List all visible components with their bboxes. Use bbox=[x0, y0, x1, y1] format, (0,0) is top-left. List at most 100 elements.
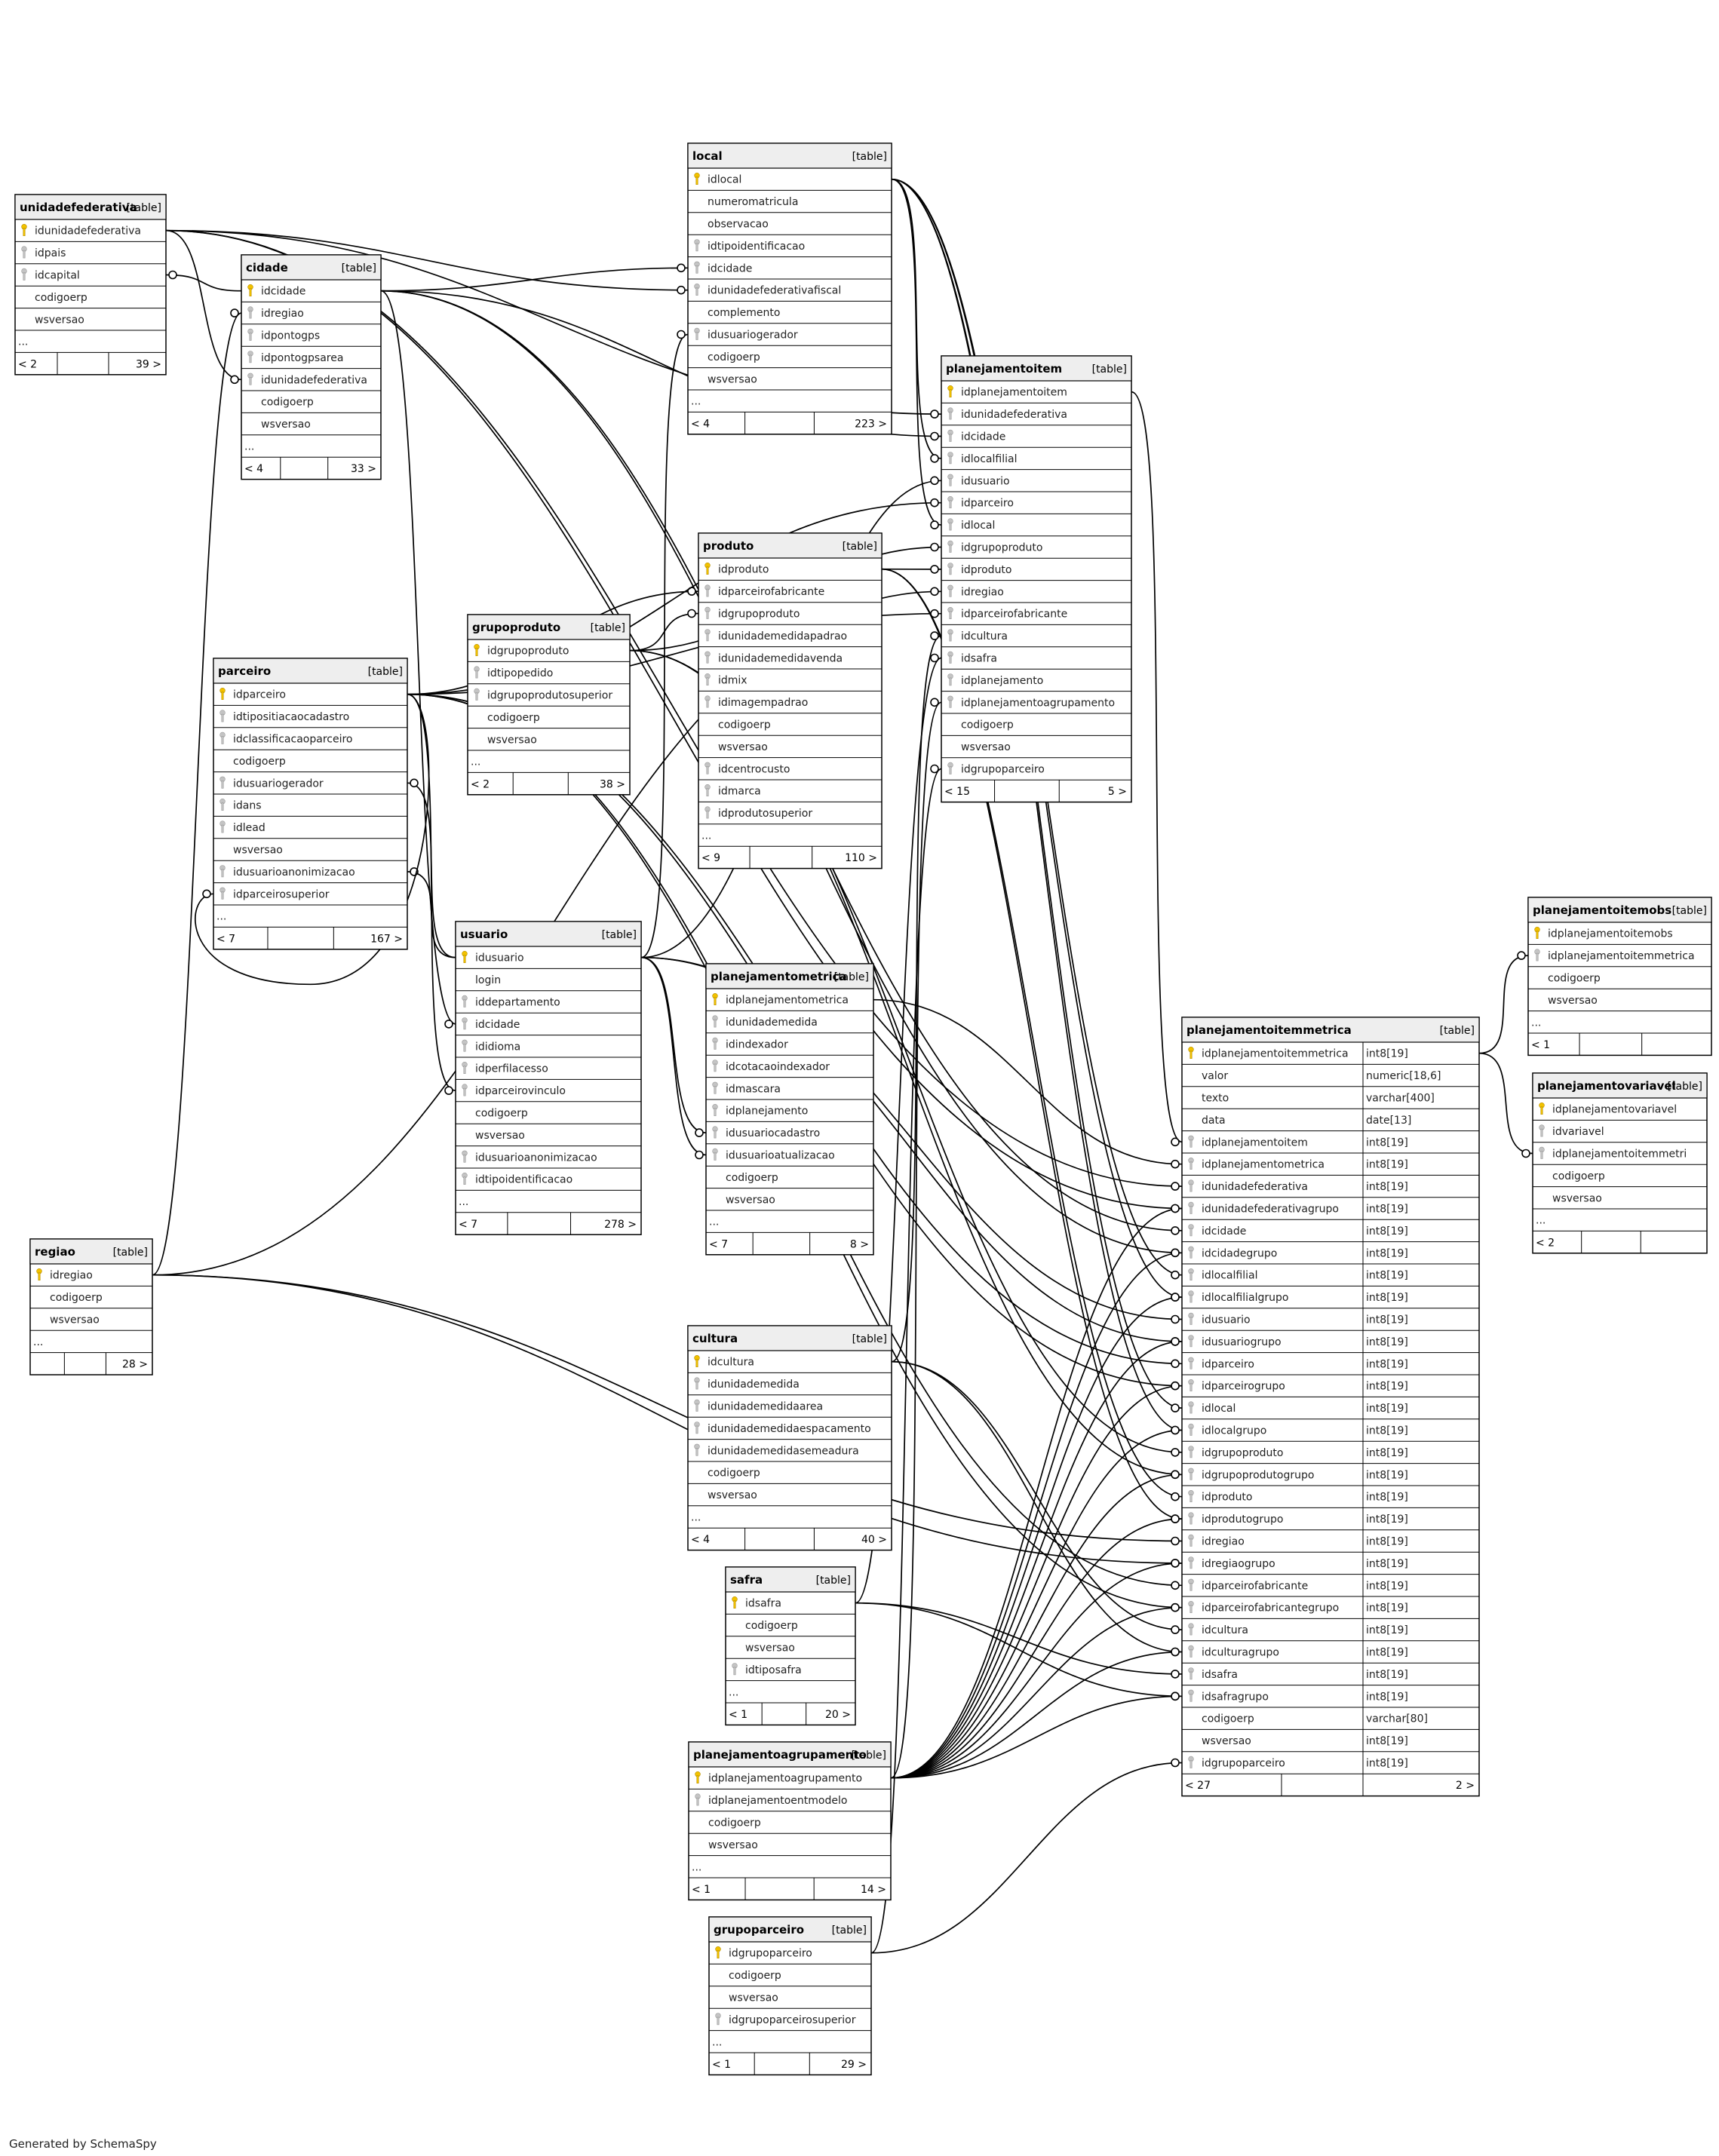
child-count[interactable]: 223 > bbox=[855, 418, 887, 430]
column-name: idparceirofabricante bbox=[1202, 1580, 1308, 1592]
child-count[interactable]: 278 > bbox=[604, 1219, 637, 1231]
parent-count[interactable]: < 7 bbox=[459, 1219, 477, 1231]
relationship-planejamentoagrupamento-planejamentoitemmetrica bbox=[890, 1381, 1183, 1779]
relationship-line bbox=[640, 956, 707, 1133]
optional-end-marker bbox=[1171, 1625, 1180, 1634]
relationship-local-planejamentoitem bbox=[891, 178, 942, 463]
column-name: idcidadegrupo bbox=[1202, 1247, 1277, 1259]
parent-count[interactable]: < 1 bbox=[729, 1709, 747, 1721]
parent-count[interactable]: < 2 bbox=[18, 358, 37, 370]
table-grupoparceiro[interactable]: grupoparceiro[table]idgrupoparceirocodig… bbox=[708, 1916, 872, 2076]
parent-count[interactable]: < 1 bbox=[712, 2059, 731, 2071]
table-kind-label: [table] bbox=[602, 929, 637, 941]
table-planejamentoagrupamento[interactable]: planejamentoagrupamento[table]idplanejam… bbox=[688, 1741, 892, 1901]
table-regiao[interactable]: regiao[table]idregiaocodigoerpwsversao..… bbox=[29, 1238, 153, 1375]
column-name: idusuarioanonimizacao bbox=[233, 866, 355, 879]
table-unidadefederativa[interactable]: unidadefederativa[table]idunidadefederat… bbox=[14, 194, 167, 376]
foreign-key-icon bbox=[1188, 1157, 1194, 1170]
table-frame bbox=[725, 1566, 856, 1726]
column-type: int8[19] bbox=[1366, 1225, 1408, 1237]
child-count[interactable]: 2 > bbox=[1456, 1780, 1475, 1792]
column-name: idgrupoprodutogrupo bbox=[1202, 1469, 1314, 1481]
parent-count[interactable]: < 2 bbox=[1536, 1237, 1555, 1249]
column-name: idperfilacesso bbox=[475, 1063, 548, 1075]
child-count[interactable]: 40 > bbox=[861, 1534, 887, 1546]
foreign-key-icon bbox=[947, 452, 953, 465]
child-count[interactable]: 39 > bbox=[136, 358, 161, 370]
column-name: idgrupoparceiro bbox=[1202, 1758, 1285, 1770]
foreign-key-icon bbox=[1188, 1224, 1194, 1237]
column-name: codigoerp bbox=[708, 351, 760, 363]
foreign-key-icon bbox=[712, 1148, 718, 1161]
column-name: idparceirofabricante bbox=[961, 609, 1067, 621]
table-usuario[interactable]: usuario[table]idusuariologiniddepartamen… bbox=[455, 921, 642, 1235]
optional-end-marker bbox=[930, 542, 939, 552]
child-count[interactable]: 20 > bbox=[825, 1709, 851, 1721]
foreign-key-icon bbox=[1534, 949, 1540, 961]
foreign-key-icon bbox=[704, 651, 711, 664]
column-name: ... bbox=[1536, 1215, 1546, 1227]
table-safra[interactable]: safra[table]idsafracodigoerpwsversaoidti… bbox=[725, 1566, 856, 1726]
table-produto[interactable]: produto[table]idprodutoidparceirofabrica… bbox=[698, 532, 883, 869]
column-name: codigoerp bbox=[1202, 1713, 1254, 1725]
parent-count[interactable]: < 2 bbox=[471, 778, 490, 790]
foreign-key-icon bbox=[947, 629, 953, 642]
table-local[interactable]: local[table]idlocalnumeromatriculaobserv… bbox=[687, 143, 892, 435]
child-count[interactable]: 5 > bbox=[1108, 786, 1127, 798]
column-name: idregiaogrupo bbox=[1202, 1558, 1275, 1570]
optional-end-marker bbox=[1171, 1559, 1180, 1568]
parent-count[interactable]: < 15 bbox=[944, 786, 970, 798]
parent-count[interactable]: < 1 bbox=[692, 1884, 711, 1896]
table-planejamentoitemmetrica[interactable]: planejamentoitemmetrica[table]idplanejam… bbox=[1181, 1017, 1480, 1797]
table-cultura[interactable]: cultura[table]idculturaidunidademedidaid… bbox=[687, 1325, 892, 1551]
child-count[interactable]: 167 > bbox=[370, 933, 403, 945]
relationship-planejamentoagrupamento-planejamentoitemmetrica bbox=[890, 1425, 1183, 1779]
parent-count[interactable]: < 1 bbox=[1531, 1039, 1550, 1051]
column-name: wsversao bbox=[233, 845, 283, 857]
relationship-safra-planejamentoitemmetrica bbox=[855, 1602, 1183, 1679]
relationship-cidade-usuario bbox=[380, 290, 456, 1029]
primary-key-icon bbox=[715, 1946, 721, 1958]
parent-count[interactable]: < 7 bbox=[216, 933, 235, 945]
child-count[interactable]: 33 > bbox=[351, 463, 376, 475]
column-name: idunidademedidasemeadura bbox=[708, 1445, 859, 1457]
child-count[interactable]: 110 > bbox=[845, 852, 877, 864]
foreign-key-icon bbox=[462, 1084, 468, 1096]
table-kind-label: [table] bbox=[834, 971, 869, 983]
column-name: wsversao bbox=[718, 741, 768, 753]
relationship-planejamentoagrupamento-planejamentoitemmetrica bbox=[890, 1602, 1183, 1779]
table-grupoproduto[interactable]: grupoproduto[table]idgrupoprodutoidtipop… bbox=[467, 614, 631, 796]
parent-count[interactable]: < 4 bbox=[244, 463, 263, 475]
table-planejamentoitemobs[interactable]: planejamentoitemobs[table]idplanejamento… bbox=[1527, 897, 1712, 1057]
foreign-key-icon bbox=[1539, 1146, 1545, 1159]
optional-end-marker bbox=[1171, 1536, 1180, 1546]
column-type: int8[19] bbox=[1366, 1669, 1408, 1681]
table-frame bbox=[1181, 1017, 1480, 1797]
child-count[interactable]: 38 > bbox=[600, 778, 625, 790]
table-cidade[interactable]: cidade[table]idcidadeidregiaoidpontogpsi… bbox=[241, 254, 382, 480]
relationship-line bbox=[640, 956, 707, 1156]
parent-count[interactable]: < 9 bbox=[701, 852, 720, 864]
column-name: idregiao bbox=[50, 1270, 93, 1282]
parent-count[interactable]: < 4 bbox=[691, 1534, 710, 1546]
column-name: idgrupoparceirosuperior bbox=[729, 2014, 856, 2026]
table-planejamentovariavel[interactable]: planejamentovariavel[table]idplanejament… bbox=[1532, 1072, 1708, 1254]
parent-count[interactable]: < 4 bbox=[691, 418, 710, 430]
child-count[interactable]: 8 > bbox=[850, 1238, 869, 1250]
parent-count[interactable]: < 7 bbox=[709, 1238, 728, 1250]
table-header bbox=[687, 1325, 892, 1351]
child-count[interactable]: 14 > bbox=[861, 1884, 886, 1896]
relationship-line bbox=[152, 1274, 1183, 1564]
parent-count[interactable]: < 27 bbox=[1185, 1780, 1211, 1792]
table-planejamentometrica[interactable]: planejamentometrica[table]idplanejamento… bbox=[705, 963, 874, 1256]
child-count[interactable]: 29 > bbox=[841, 2059, 867, 2071]
relationship-line bbox=[890, 1341, 1183, 1779]
table-header bbox=[467, 614, 631, 640]
relationship-line bbox=[165, 229, 689, 291]
column-type: int8[19] bbox=[1366, 1558, 1408, 1570]
table-planejamentoitem[interactable]: planejamentoitem[table]idplanejamentoite… bbox=[941, 355, 1132, 803]
child-count[interactable]: 28 > bbox=[122, 1359, 148, 1371]
column-name: idparceirosuperior bbox=[233, 888, 330, 900]
table-parceiro[interactable]: parceiro[table]idparceiroidtipositiacaoc… bbox=[213, 658, 408, 950]
optional-end-marker bbox=[1171, 1314, 1180, 1324]
